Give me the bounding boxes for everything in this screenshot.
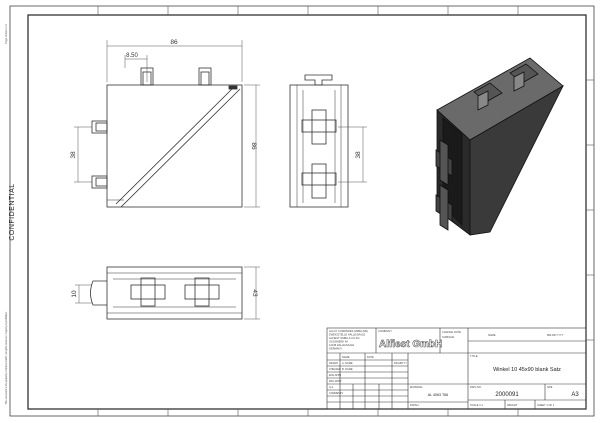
date-column-label: DATE	[367, 355, 374, 359]
bottom-view	[90, 266, 243, 320]
material-value: AL 4063 T66	[428, 393, 448, 397]
address-line: ZWEIGSTELLE HALLE/SAALE	[329, 333, 365, 337]
dwg-number: 2000091	[495, 392, 519, 398]
top-right-date: MM.DD.YYYY	[547, 333, 564, 337]
weight-label: WEIGHT	[507, 403, 518, 407]
row-label: COMMENTS	[329, 392, 343, 395]
row2-name: B. NAME	[342, 367, 353, 371]
dwg-label: DWG NO.	[470, 385, 482, 389]
confidential-label: CONFIDENTIAL	[9, 183, 16, 240]
dim-bottom-height: 43	[251, 289, 258, 297]
material-label: MATERIAL	[410, 385, 423, 389]
drawn-name: A. NAME	[342, 361, 353, 365]
row-label: Q.A.	[329, 386, 334, 389]
address-line: GERMANY	[329, 347, 342, 351]
address-line: ALLOY COMPANIES GMBH (DE)	[329, 329, 368, 333]
change-label: CHANGE NOTE	[442, 330, 461, 334]
address-block: ALLOY COMPANIES GMBH (DE) ZWEIGSTELLE HA…	[329, 329, 368, 351]
bottom-dimensions	[75, 266, 260, 320]
side-view	[289, 74, 349, 208]
address-line: ALFIEST GMBH & CO.KG	[329, 336, 360, 340]
name-column-label: NAME	[342, 355, 350, 359]
dim-front-slot-offset: 8.50	[126, 53, 138, 59]
outer-frame	[9, 5, 595, 417]
address-line: GUSSWERK 4A	[329, 340, 348, 344]
row-label: ENG APPR	[329, 374, 341, 377]
drawn-date: DD.MM.YY	[394, 361, 407, 365]
row-labels: DRAWN CHECKED ENG APPR MFG APPR Q.A. COM…	[329, 362, 343, 395]
inner-frame	[27, 14, 587, 410]
drawing-title: Winkel 10 45x90 blank Satz	[493, 367, 561, 373]
dim-front-width: 86	[170, 39, 178, 46]
size-label: SIZE	[547, 386, 553, 389]
front-view	[91, 67, 243, 208]
dim-bottom-left: 10	[71, 290, 78, 298]
bottom-note: This document is the property of Alfiest…	[5, 311, 8, 405]
dim-front-height: 86	[250, 142, 257, 150]
row-label: MFG APPR	[329, 380, 342, 383]
address-line: 12345 HALLE/SAALE	[329, 343, 355, 347]
isometric-view	[435, 57, 564, 236]
dim-front-vertical: 38	[70, 151, 77, 159]
surface-label: SURFACE	[442, 335, 455, 339]
side-dimensions	[338, 126, 367, 183]
company-name: Alfiest GmbH	[379, 339, 442, 350]
front-dimensions	[74, 40, 260, 208]
top-note: Page Version 1.0	[4, 24, 8, 44]
row-label: DRAWN	[329, 362, 338, 365]
sheet-label: SHEET 1 OF 1	[537, 403, 555, 407]
scale-label: SCALE 1:1	[470, 403, 483, 407]
size-value: A3	[571, 392, 579, 398]
title-label: TITLE	[470, 354, 478, 358]
company-label: COMPANY	[378, 329, 392, 333]
top-right-name: NAME	[488, 333, 496, 337]
finish-label: FINISH	[410, 403, 419, 407]
row-label: CHECKED	[329, 368, 341, 371]
dim-side-vertical: 38	[355, 151, 362, 159]
title-block	[326, 327, 587, 410]
border-ticks	[97, 6, 594, 416]
